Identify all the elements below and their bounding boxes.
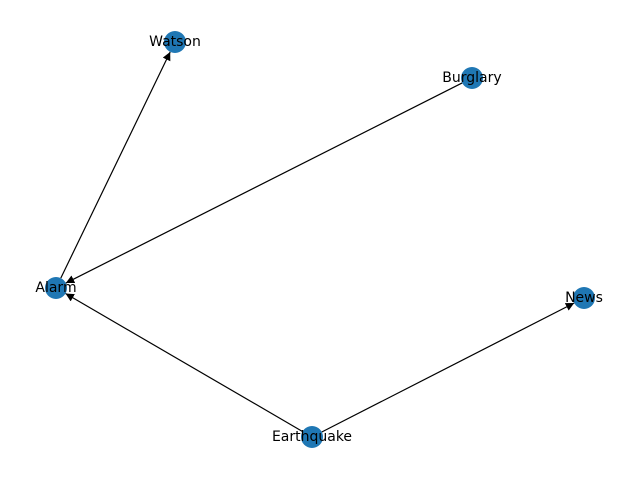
node-label-earthquake: Earthquake <box>272 429 352 445</box>
node-burglary <box>461 67 483 89</box>
edge-burglary-to-alarm <box>65 82 463 284</box>
node-label-watson: Watson <box>149 34 201 50</box>
edge-earthquake-to-news <box>321 302 575 433</box>
edge-earthquake-to-alarm <box>65 293 303 432</box>
nodes-layer <box>45 31 595 448</box>
node-earthquake <box>301 426 323 448</box>
edge-alarm-to-watson <box>60 51 171 279</box>
node-label-alarm: Alarm <box>35 280 76 296</box>
node-label-news: News <box>565 290 603 306</box>
node-alarm <box>45 277 67 299</box>
node-news <box>573 287 595 309</box>
node-watson <box>164 31 186 53</box>
edges-layer <box>60 51 575 433</box>
node-label-burglary: Burglary <box>442 70 501 86</box>
